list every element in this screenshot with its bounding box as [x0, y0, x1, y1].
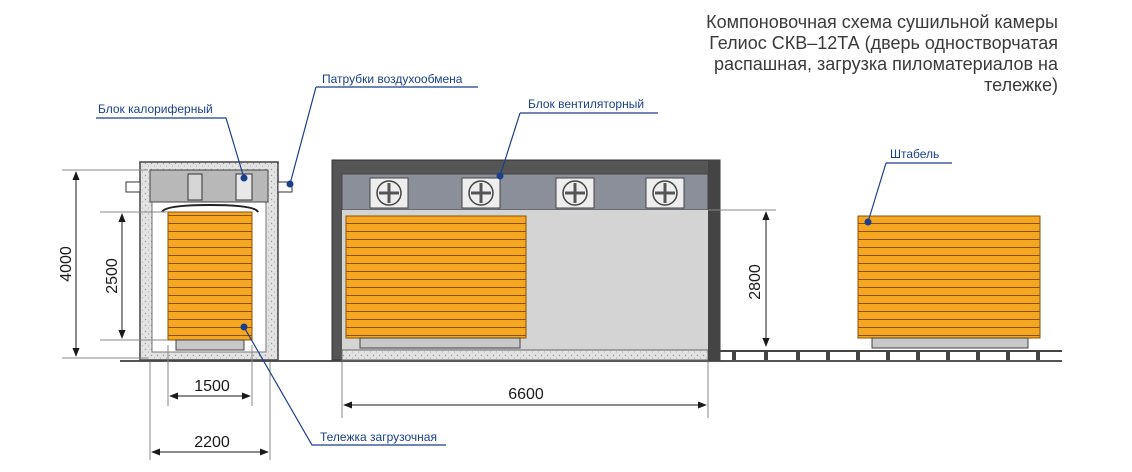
rail-track [720, 350, 1062, 360]
callouts [96, 86, 952, 446]
outside-stack [857, 215, 1041, 339]
chamber-door [708, 160, 720, 360]
label-loading-cart: Тележка загрузочная [320, 430, 437, 444]
dim-width-inner: 1500 [194, 378, 230, 395]
dim-height-stack: 2500 [104, 258, 121, 294]
callout-dot-heater [240, 174, 248, 182]
dim-height-total: 4000 [58, 246, 75, 282]
dim-width-outer: 2200 [194, 434, 230, 451]
dimensions [62, 169, 776, 460]
callout-dots [240, 172, 872, 331]
air-pipe-right [277, 181, 293, 193]
fan-icon-2 [461, 177, 501, 209]
fan-icon-4 [645, 177, 685, 209]
label-air-pipes: Патрубки воздухообмена [322, 72, 463, 86]
fan-icon-1 [369, 177, 409, 209]
title-line-1: Компоновочная схема сушильной камеры [706, 12, 1058, 32]
diagram-title: Компоновочная схема сушильной камеры Гел… [638, 12, 1058, 96]
cross-section-stack [167, 211, 253, 341]
label-fan-block: Блок вентиляторный [528, 97, 644, 111]
fan-icon-3 [555, 177, 595, 209]
dim-length: 6600 [508, 386, 544, 403]
air-pipe-left [125, 181, 141, 193]
title-line-2: Гелиос СКВ–12ТА (дверь одностворчатая [709, 33, 1058, 53]
label-stack: Штабель [890, 147, 939, 161]
title-line-3: распашная, загрузка пиломатериалов на [714, 54, 1058, 74]
cross-section-cart [175, 339, 245, 351]
chamber-floor [341, 349, 709, 361]
label-heater-block: Блок калориферный [98, 102, 213, 116]
outside-cart [871, 337, 1029, 349]
drying-chamber [331, 159, 721, 361]
callout-dot-pipes [286, 180, 294, 188]
dim-height-side: 2800 [747, 264, 764, 300]
air-duct [161, 203, 259, 213]
cross-section [125, 161, 293, 361]
title-line-4: тележке) [984, 75, 1058, 95]
heater-unit-icon [235, 173, 253, 201]
heater-fan-icon [187, 173, 203, 201]
callout-dot-stack [864, 218, 872, 226]
callout-dot-cart [240, 323, 248, 331]
chamber-cart [359, 337, 521, 349]
callout-dot-fans [496, 172, 504, 180]
chamber-stack [345, 215, 527, 339]
